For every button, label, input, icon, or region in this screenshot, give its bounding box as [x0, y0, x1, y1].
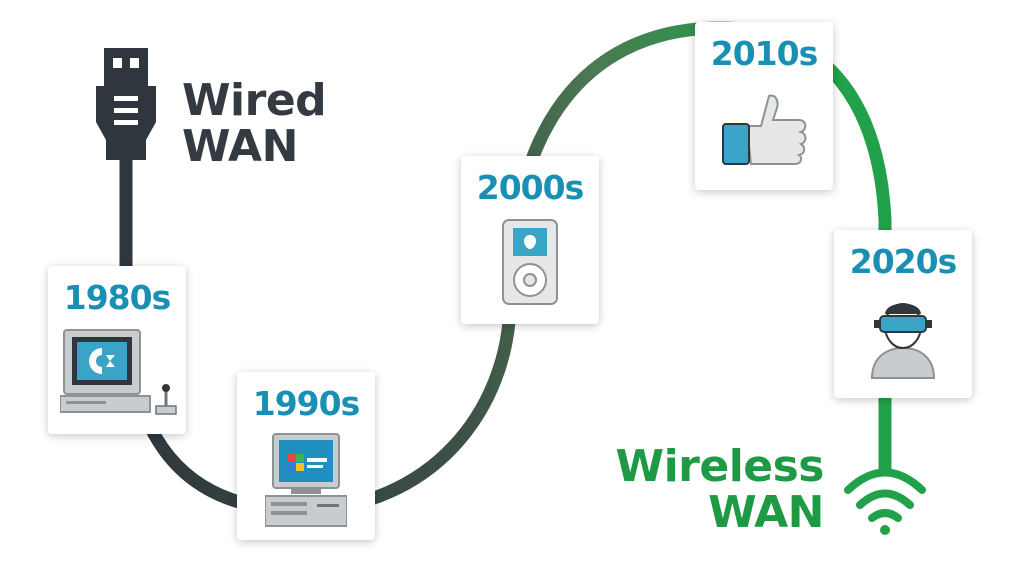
wireless-title-line-1: Wireless: [615, 441, 825, 492]
windows-pc-icon: [265, 433, 347, 527]
wired-wan-title: Wired WAN: [182, 75, 327, 172]
vr-headset-person-icon: [870, 303, 936, 379]
wifi-icon: [844, 468, 926, 535]
era-card-2020s: 2020s: [834, 230, 972, 398]
decade-label: 1980s: [63, 278, 172, 317]
decade-label: 2000s: [476, 168, 585, 207]
era-card-1990s: 1990s: [237, 372, 375, 540]
usb-plug-icon: [96, 48, 156, 160]
music-player-icon: [502, 219, 558, 305]
wired-title-line-2: WAN: [182, 121, 298, 172]
wireless-title-line-2: WAN: [708, 487, 824, 538]
era-card-1980s: 1980s: [48, 266, 186, 434]
thumbs-up-phone-icon: [722, 94, 807, 165]
decade-label: 2010s: [710, 34, 819, 73]
decade-label: 2020s: [849, 242, 958, 281]
era-card-2010s: 2010s: [695, 22, 833, 190]
era-card-2000s: 2000s: [461, 156, 599, 324]
wired-title-line-1: Wired: [182, 75, 327, 126]
computer-joystick-icon: [60, 329, 177, 415]
decade-label: 1990s: [252, 384, 361, 423]
wireless-wan-title: Wireless WAN: [614, 441, 825, 538]
